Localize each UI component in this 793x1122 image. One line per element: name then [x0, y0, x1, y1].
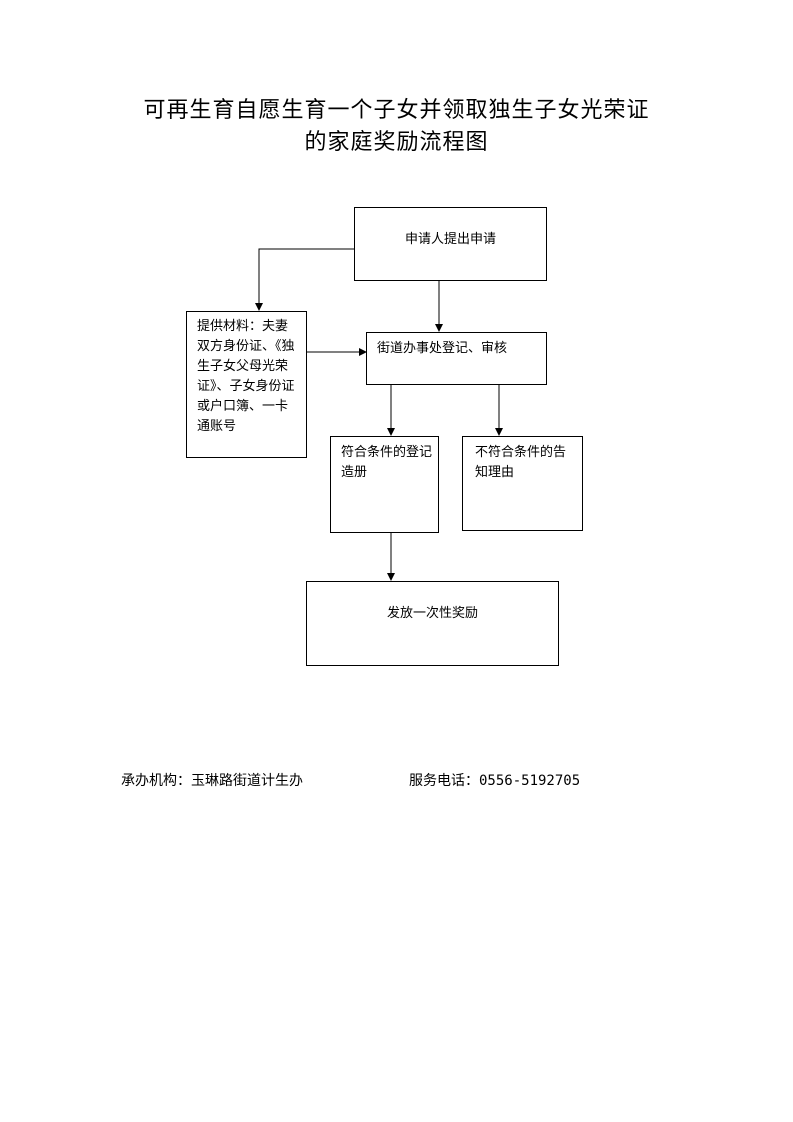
box-eligible: 符合条件的登记造册: [330, 436, 439, 533]
box-materials: 提供材料：夫妻双方身份证、《独生子女父母光荣证》、子女身份证或户口簿、一卡通账号: [186, 311, 307, 458]
box-apply-text: 申请人提出申请: [404, 232, 496, 247]
page-title-line2: 的家庭奖励流程图: [304, 130, 489, 155]
arrow-apply-to-materials: [255, 248, 354, 311]
box-eligible-text: 符合条件的登记造册: [341, 445, 433, 480]
box-ineligible-text: 不符合条件的告知理由: [475, 445, 567, 480]
box-reward: 发放一次性奖励: [306, 581, 559, 666]
box-apply: 申请人提出申请: [354, 207, 547, 281]
footer-phone: 服务电话：0556-5192705: [409, 773, 581, 789]
page-title-line1: 可再生育自愿生育一个子女并领取独生子女光荣证: [143, 98, 650, 123]
box-ineligible: 不符合条件的告知理由: [462, 436, 583, 531]
box-review: 街道办事处登记、审核: [366, 332, 547, 385]
footer-organizer: 承办机构：玉琳路街道计生办: [121, 773, 303, 789]
box-reward-text: 发放一次性奖励: [386, 606, 478, 621]
box-review-text: 街道办事处登记、审核: [377, 341, 508, 356]
box-materials-text: 提供材料：夫妻双方身份证、《独生子女父母光荣证》、子女身份证或户口簿、一卡通账号: [197, 319, 295, 434]
